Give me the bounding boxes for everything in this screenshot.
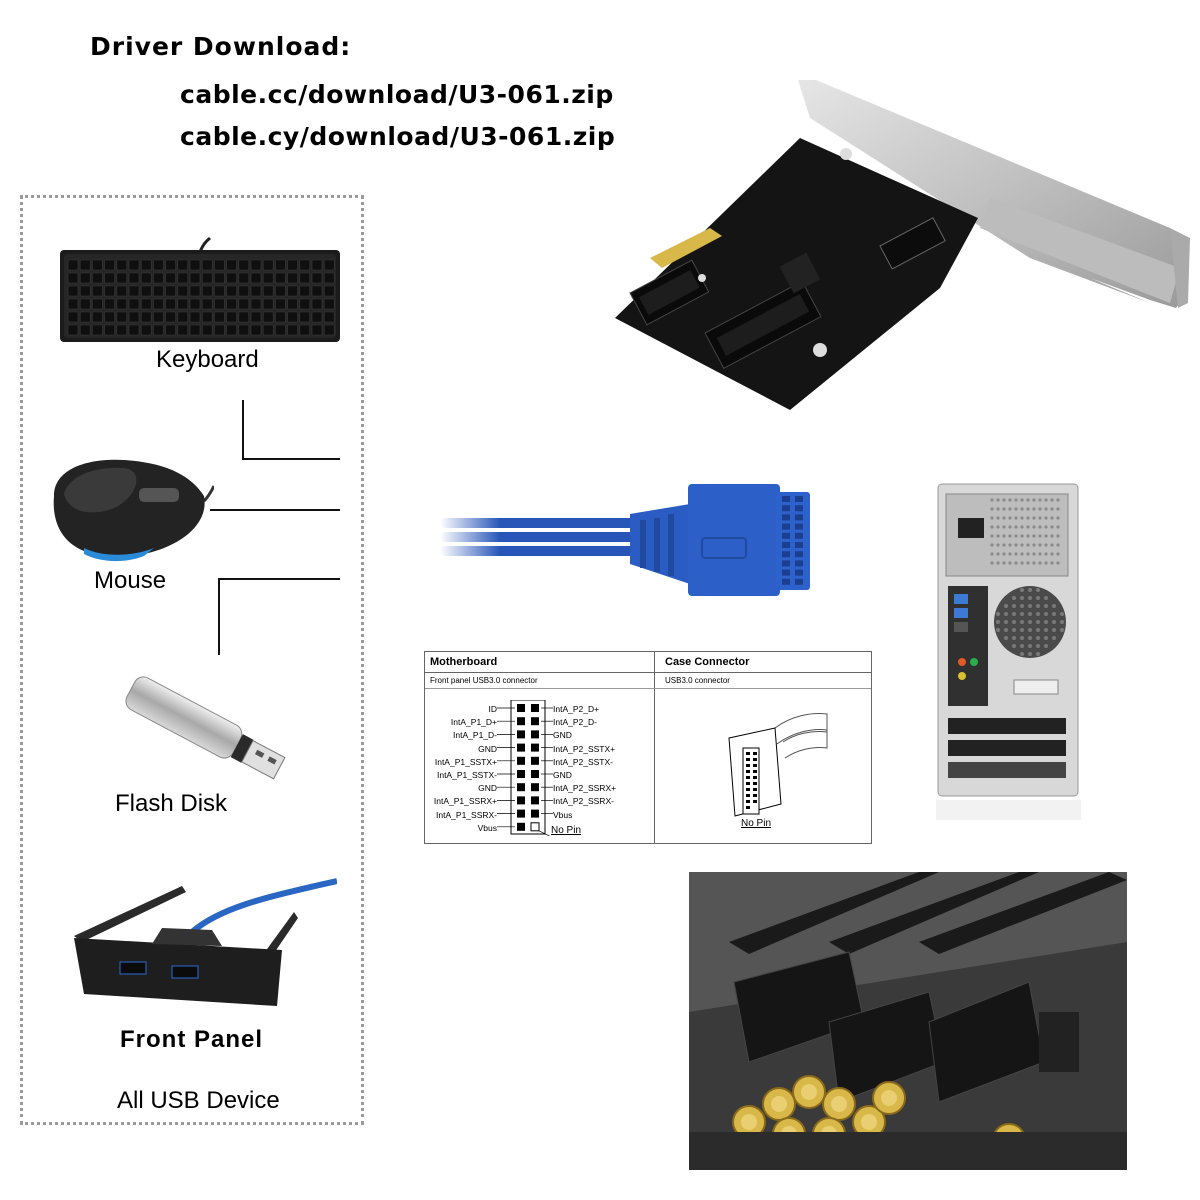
pin-label-right: IntA_P2_D+ <box>553 704 600 714</box>
case-connector-header: Case Connector <box>665 656 750 668</box>
driver-download-heading: Driver Download: <box>90 32 352 61</box>
case-connector-subheader: USB3.0 connector <box>665 676 730 685</box>
pin-label-left: IntA_P1_SSTX- <box>436 770 497 780</box>
pin-label-right: GND <box>553 730 572 741</box>
case-connector-drawing <box>728 713 828 817</box>
motherboard-photo <box>689 872 1127 1170</box>
pin-label-right: IntA_P2_SSRX- <box>553 796 614 807</box>
front-panel-image <box>74 878 337 1006</box>
keyboard-image <box>60 236 340 342</box>
pin-label-left: GND <box>478 783 497 794</box>
device-panel <box>20 195 364 1125</box>
mouse-image <box>53 459 214 562</box>
connector-line <box>210 509 340 511</box>
flash-disk-image <box>125 676 286 780</box>
connector-line <box>218 578 340 580</box>
no-pin-label-right: No Pin <box>741 818 772 829</box>
keyboard-label: Keyboard <box>156 346 259 373</box>
pin-label-left: IntA_P1_SSRX- <box>436 809 497 820</box>
no-pin-label-left: No Pin <box>551 825 582 836</box>
all-usb-device-label: All USB Device <box>117 1087 280 1114</box>
pin-label-left: IntA_P1_SSTX+ <box>434 756 497 767</box>
header-pin-grid <box>497 700 553 836</box>
pin-label-right: IntA_P2_SSRX+ <box>553 783 617 794</box>
pin-label-right: IntA_P2_SSTX+ <box>553 743 616 754</box>
motherboard-header: Motherboard <box>430 656 498 668</box>
pin-label-right: IntA_P2_SSTX- <box>553 756 614 767</box>
connector-line <box>242 400 244 460</box>
computer-tower-image <box>936 483 1081 820</box>
pin-label-left: Vbus <box>477 822 497 833</box>
driver-url-2[interactable]: cable.cy/download/U3-061.zip <box>180 122 616 151</box>
pinout-diagram: Motherboard Case Connector Front panel U… <box>424 651 872 844</box>
pin-label-left: ID <box>488 704 498 714</box>
front-panel-label: Front Panel <box>120 1026 264 1053</box>
pin-label-left: IntA_P1_SSRX+ <box>433 796 497 807</box>
pin-label-left: IntA_P1_D+ <box>450 717 497 728</box>
motherboard-subheader: Front panel USB3.0 connector <box>430 676 538 685</box>
pin-label-right: IntA_P2_D- <box>553 717 597 728</box>
connector-line <box>242 458 340 460</box>
driver-url-1[interactable]: cable.cc/download/U3-061.zip <box>180 80 614 109</box>
pcie-card-image <box>615 80 1190 410</box>
mouse-label: Mouse <box>94 567 167 594</box>
pin-label-right: Vbus <box>553 809 573 820</box>
flash-disk-label: Flash Disk <box>115 790 228 817</box>
pin-label-right: GND <box>553 770 572 780</box>
connector-line <box>218 578 220 655</box>
usb3-cable-image <box>440 484 810 596</box>
pin-label-left: IntA_P1_D- <box>453 730 497 741</box>
pin-label-left: GND <box>478 743 497 754</box>
